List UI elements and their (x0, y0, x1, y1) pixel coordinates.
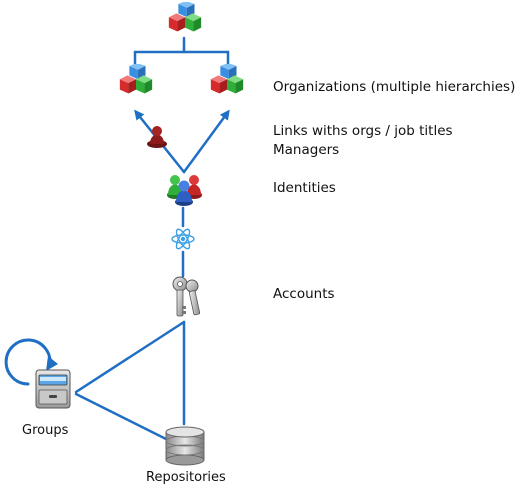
identities-label: Identities (273, 180, 336, 196)
atom-icon (171, 228, 195, 250)
links-label-line2: Managers (273, 142, 340, 158)
groups-to-repositories-line (74, 392, 170, 442)
database-icon (165, 426, 205, 466)
manager-person-icon (147, 126, 167, 148)
groups-label: Groups (22, 423, 69, 438)
org-cubes-icon (210, 64, 244, 94)
refresh-loop-icon (4, 338, 52, 386)
keys-to-groups-line (74, 320, 186, 394)
keys-icon (172, 276, 201, 317)
org-cubes-icon (168, 2, 202, 32)
link-arrow-right (182, 109, 230, 174)
refresh-loop-arrowhead (46, 356, 58, 371)
filing-cabinet-icon (35, 369, 71, 409)
repositories-label: Repositories (146, 470, 226, 485)
accounts-label: Accounts (273, 286, 335, 302)
organizations-label: Organizations (multiple hierarchies) (273, 79, 516, 95)
org-cubes-icon (119, 64, 153, 94)
identities-people-icon (167, 175, 202, 206)
links-label-line1: Links withs orgs / job titles (273, 123, 453, 139)
